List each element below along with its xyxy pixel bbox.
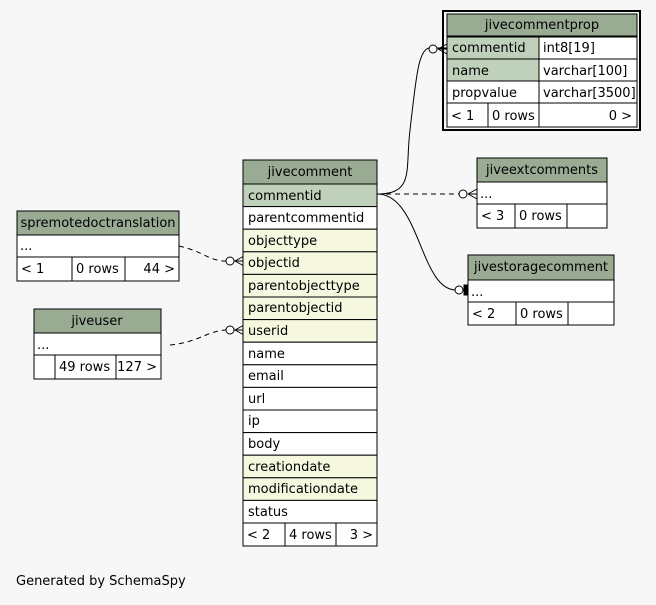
children-count: 127 > [117,360,157,375]
edge-comment-spremote [178,245,243,262]
table-header [446,13,638,37]
column-name: objectid [248,256,300,271]
column-name: url [248,392,265,407]
table-header [33,308,162,334]
column-name: body [248,437,280,452]
footer-cell [476,203,516,229]
relationship-edges [169,47,468,346]
column-name: ... [20,239,32,254]
footer-cell [124,256,180,282]
column-name: parentobjectid [248,301,343,316]
table-title: jiveextcomments [485,163,598,178]
children-count: 44 > [143,262,175,277]
footer-cell [115,354,162,380]
row-count: 0 rows [520,307,563,322]
column-cell [476,181,608,205]
column-name: ... [37,338,49,353]
column-name: ... [480,187,492,202]
parents-count: < 3 [481,209,504,224]
column-name: creationdate [248,460,330,475]
column-type: varchar[3500] [543,86,636,101]
footer-cell [33,354,56,380]
children-count: 3 > [350,528,373,543]
column-cell [242,409,378,434]
column-cell [16,234,180,258]
footer-cell [566,203,608,229]
table-header [467,254,615,281]
zero-marker [458,189,468,199]
zero-marker [225,325,235,335]
table-jiveuser[interactable]: jiveuser ... 49 rows 127 > [33,308,162,380]
column-name: email [248,369,284,384]
column-name: propvalue [452,86,517,101]
column-name: name [452,64,489,79]
column-name: userid [248,324,288,339]
edge-commentprop-comment [376,47,447,195]
edge-storagecomment-comment [376,193,468,291]
column-name: commentid [248,189,322,204]
parents-count: < 1 [21,262,44,277]
table-title: spremotedoctranslation [20,216,175,231]
row-count: 4 rows [289,528,332,543]
table-title: jivecomment [267,165,353,180]
table-jivecomment[interactable]: jivecomment commentid parentcommentid ob… [242,159,378,547]
table-header [242,159,378,185]
row-count: 0 rows [76,262,119,277]
footer-cell [54,354,117,380]
edge-markers [225,43,478,336]
row-count: 49 rows [59,360,110,375]
table-jivecommentprop[interactable]: jivecommentprop commentid int8[19] name … [442,10,641,131]
zero-marker [454,285,464,295]
parents-count: < 2 [247,528,270,543]
table-title: jivecommentprop [484,18,599,33]
column-name: status [248,505,288,520]
table-spremotedoctranslation[interactable]: spremotedoctranslation ... < 1 0 rows 44… [16,210,180,282]
footer-cell [538,102,638,128]
column-name: name [248,347,285,362]
row-count: 0 rows [492,109,535,124]
column-type: int8[19] [543,41,595,56]
column-cell [33,332,162,356]
column-name: ip [248,414,260,429]
table-title: jiveuser [70,314,123,329]
column-name: parentobjecttype [248,279,360,294]
zero-marker [428,44,438,54]
column-type: varchar[100] [543,64,627,79]
table-header [476,157,608,183]
footer-cell [514,203,568,229]
column-name: objecttype [248,234,317,249]
children-count: 0 > [609,109,632,124]
table-jivestoragecomment[interactable]: jivestoragecomment ... < 2 0 rows [467,254,615,326]
table-title: jivestoragecomment [473,260,608,275]
table-outer-border [442,10,641,131]
column-name: commentid [452,41,526,56]
column-cell [467,279,615,303]
column-name: parentcommentid [248,211,364,226]
table-jiveextcomments[interactable]: jiveextcomments ... < 3 0 rows [476,157,608,229]
column-name: modificationdate [248,482,358,497]
generated-by-footer: Generated by SchemaSpy [16,574,186,589]
column-name: ... [471,285,483,300]
parents-count: < 1 [451,109,474,124]
row-count: 0 rows [519,209,562,224]
footer-cell [487,102,540,128]
footer-cell [16,256,73,282]
one-marker [463,284,468,296]
parents-count: < 2 [472,307,495,322]
zero-marker [225,256,235,266]
footer-cell [567,301,615,326]
crow-foot-marker [467,188,478,200]
table-header [16,210,180,236]
edge-comment-jiveuser [169,329,243,346]
footer-cell [335,522,378,547]
